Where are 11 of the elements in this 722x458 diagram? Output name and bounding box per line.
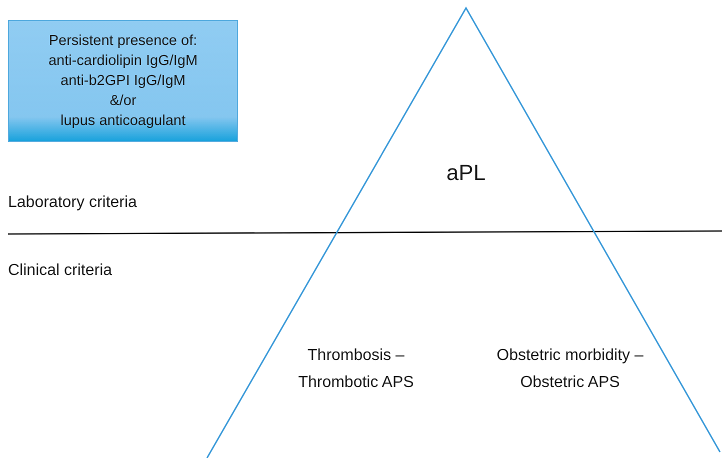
- criteria-box: [8, 20, 238, 142]
- box-text: &/or: [110, 92, 136, 111]
- box-text: Persistent presence of:: [48, 32, 198, 51]
- triangle-text: Obstetric morbidity – Obstetric APS: [496, 346, 644, 393]
- triangle-text: Thrombosis – Thrombotic APS: [297, 346, 415, 393]
- box-text: anti-b2GPI IgG/IgM: [60, 72, 186, 91]
- box-text: anti-cardiolipin IgG/IgM: [48, 52, 198, 71]
- section-label: Clinical criteria: [8, 261, 112, 281]
- triangle-title: aPL: [445, 159, 487, 187]
- box-text: lupus anticoagulant: [60, 112, 186, 131]
- section-label: Laboratory criteria: [8, 193, 137, 213]
